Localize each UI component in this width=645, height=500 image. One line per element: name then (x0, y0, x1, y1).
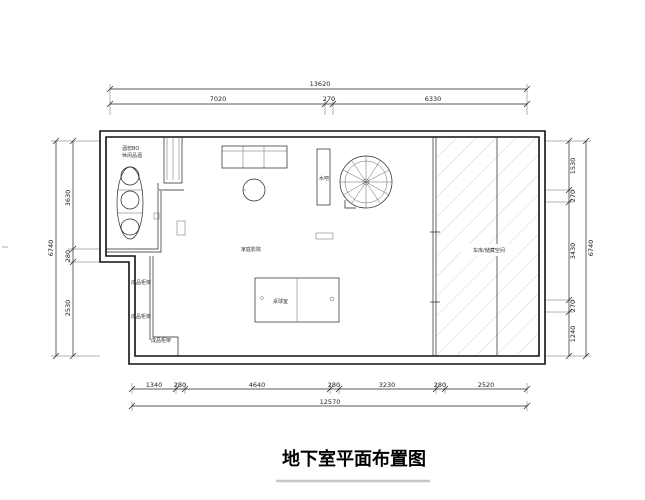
chair-middle (120, 190, 140, 210)
room-label-water-bar: 水吧 (319, 175, 329, 182)
dim-left-seg-3: 2530 (64, 300, 72, 317)
dim-bottom-total: 12570 (320, 398, 341, 406)
room-label-wine-rack-3: 成品柜架 (151, 337, 171, 344)
chair-bottom (120, 218, 140, 236)
left-dimensions: 6740 3630 280 2530 (47, 137, 100, 360)
room-label-billiard: 桌球室 (273, 298, 288, 305)
dim-right-seg-5: 1240 (569, 326, 577, 343)
family-hall: 水吧 家庭影院 桌球室 (176, 145, 393, 323)
dim-bottom-seg-2: 280 (174, 381, 186, 389)
dim-left-seg-2: 280 (64, 250, 72, 262)
dim-right-outer: 6740 (587, 240, 595, 257)
wine-tasting-line-2: 休闲品酒 (122, 152, 142, 159)
dim-left-seg-1: 3630 (64, 190, 72, 207)
room-label-wine-rack-1: 成品柜架 (131, 279, 151, 286)
bottom-dimensions: 1340 280 4640 280 3230 280 2520 12570 (128, 381, 531, 411)
storage-racks: 成品柜架 成品柜架 成品柜架 (131, 279, 171, 344)
dim-right-seg-2: 270 (569, 190, 577, 202)
top-dimensions: 13620 7020 270 6330 (106, 80, 531, 115)
dim-bottom-seg-1: 1340 (146, 381, 163, 389)
dim-top-seg-1: 7020 (210, 95, 227, 103)
chair-top (120, 166, 140, 186)
right-dimensions: 6740 1530 270 3430 270 1240 (545, 137, 595, 360)
garage-area: 车库/储藏空间 (436, 138, 538, 355)
wine-tasting-line-1: 酒窖BO (122, 145, 139, 152)
dim-bottom-seg-6: 280 (434, 381, 446, 389)
drawing-title: 地下室平面布置图 (282, 448, 426, 470)
round-table (242, 178, 266, 202)
room-label-wine-tasting: 酒窖BO 休闲品酒 (122, 145, 142, 159)
sofa (221, 145, 288, 169)
dim-bottom-seg-4: 280 (328, 381, 340, 389)
wine-tasting-room: 酒窖BO 休闲品酒 (116, 145, 160, 240)
dim-top-total: 13620 (310, 80, 331, 88)
dim-top-seg-2: 270 (323, 95, 335, 103)
room-label-garage: 车库/储藏空间 (473, 247, 505, 254)
water-bar-counter (316, 148, 331, 206)
dim-top-seg-3: 6330 (425, 95, 442, 103)
dim-bottom-seg-3: 4640 (249, 381, 266, 389)
room-label-family-hall: 家庭影院 (241, 246, 261, 253)
spiral-staircase (339, 155, 393, 209)
dim-bottom-seg-7: 2520 (478, 381, 495, 389)
dim-left-outer: 6740 (47, 240, 55, 257)
dim-right-seg-1: 1530 (569, 158, 577, 175)
dim-right-seg-4: 270 (569, 300, 577, 312)
dim-bottom-seg-5: 3230 (379, 381, 396, 389)
dim-right-seg-3: 3430 (569, 243, 577, 260)
room-label-wine-rack-2: 成品柜架 (131, 313, 151, 320)
